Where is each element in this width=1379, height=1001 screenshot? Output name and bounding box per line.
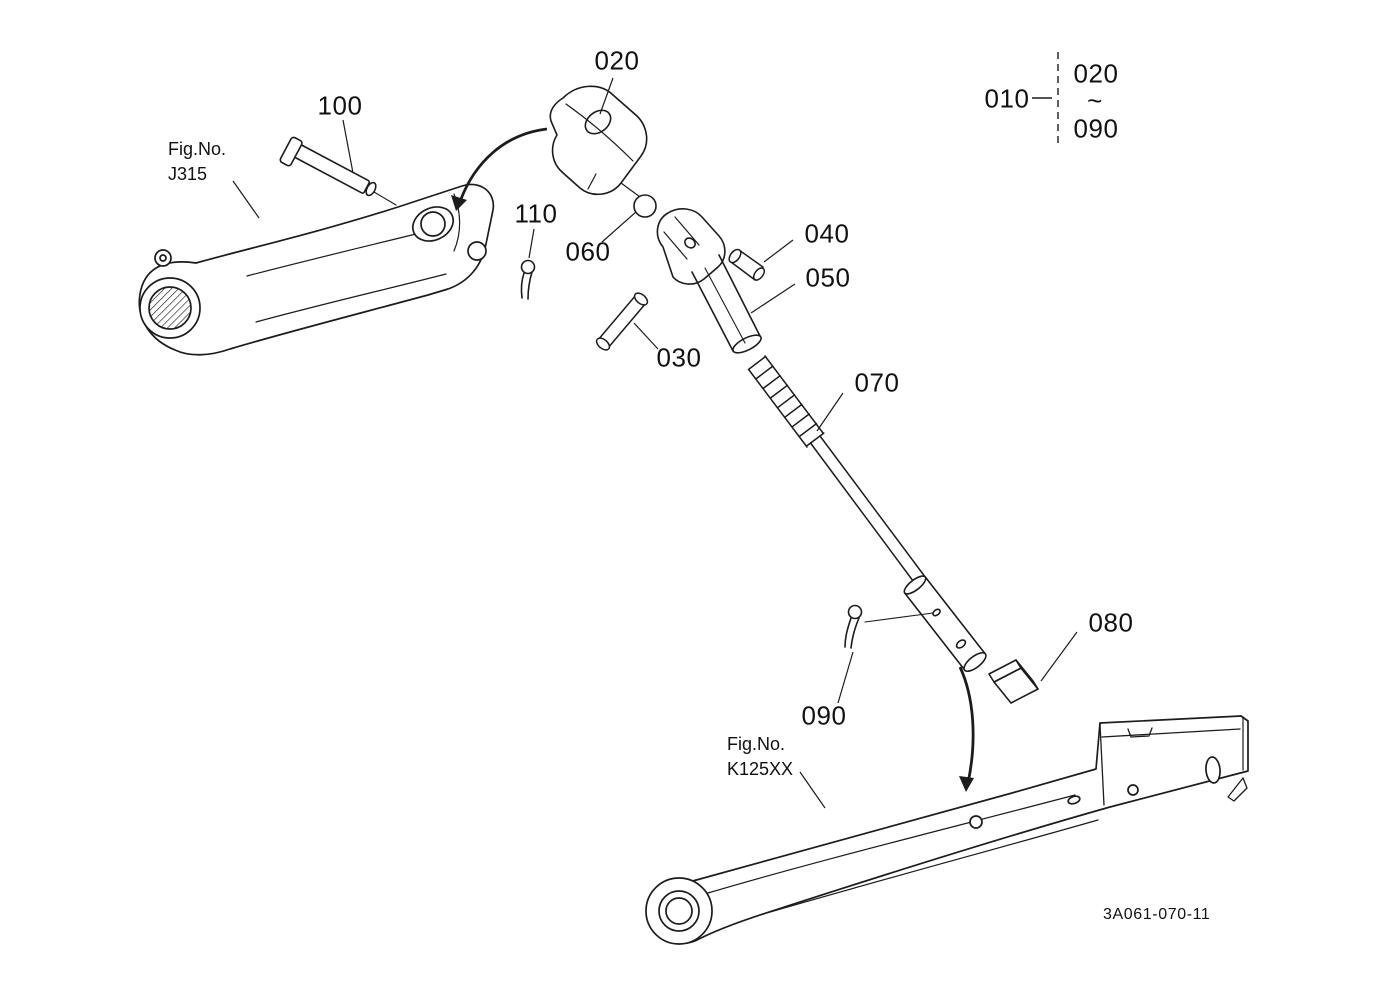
rod-end-sleeve-drawing	[903, 575, 987, 673]
group-range-start: 020	[1073, 58, 1119, 89]
callout-100: 100	[317, 90, 363, 121]
figref-k125xx-leader-line	[799, 771, 826, 809]
figref-k125xx: Fig.No. K125XX	[727, 732, 793, 782]
figref-j315-prefix: Fig.No.	[168, 139, 227, 159]
ball-joint-drawing	[633, 194, 657, 218]
callout-100-leader-line	[342, 119, 354, 174]
callout-040-leader-line	[763, 239, 794, 263]
figref-j315-leader-line	[232, 180, 260, 219]
turnbuckle-drawing	[656, 208, 762, 354]
lower-link-drawing	[645, 715, 1249, 945]
cotter-pin-110-drawing	[520, 259, 536, 300]
callout-040: 040	[804, 218, 850, 249]
lock-piece-drawing	[988, 659, 1039, 704]
lift-arm-drawing	[138, 183, 495, 356]
lift-rod-drawing	[747, 355, 936, 598]
callout-050: 050	[805, 262, 851, 293]
callout-080-leader-line	[1040, 631, 1078, 682]
group-reference-bracket	[1032, 52, 1059, 144]
callout-030: 030	[656, 342, 702, 373]
callout-060: 060	[565, 236, 611, 267]
group-range-tilde: ~	[1087, 85, 1103, 116]
callout-090-leader-line	[837, 651, 854, 704]
callout-080: 080	[1088, 607, 1134, 638]
callout-060-leader-line	[601, 211, 637, 243]
callout-110-leader-line	[528, 228, 535, 259]
clevis-pin-drawing	[279, 136, 397, 206]
yoke-end-drawing	[549, 85, 648, 196]
pin-drawing	[595, 292, 649, 351]
callout-020: 020	[594, 45, 640, 76]
joint-pin-drawing	[728, 248, 766, 281]
callout-110: 110	[514, 198, 558, 229]
callout-030-leader-line	[633, 322, 659, 350]
group-label-010: 010	[984, 83, 1030, 114]
figref-k125xx-code: K125XX	[727, 759, 794, 780]
callout-070: 070	[854, 367, 900, 398]
group-range-end: 090	[1073, 113, 1119, 144]
callout-050-leader-line	[750, 283, 796, 314]
assembly-arrow-lower	[958, 666, 975, 792]
assembly-arrow-upper	[451, 127, 548, 211]
figref-j315-code: J315	[168, 164, 208, 185]
drawing-number: 3A061-070-11	[1103, 906, 1211, 923]
figref-k125xx-prefix: Fig.No.	[727, 734, 786, 754]
callout-090: 090	[801, 700, 847, 731]
cotter-pin-090-drawing	[844, 604, 934, 649]
callout-020-leader-line	[599, 77, 641, 198]
figref-j315: Fig.No. J315	[168, 137, 226, 187]
callout-070-leader-line	[816, 392, 844, 432]
